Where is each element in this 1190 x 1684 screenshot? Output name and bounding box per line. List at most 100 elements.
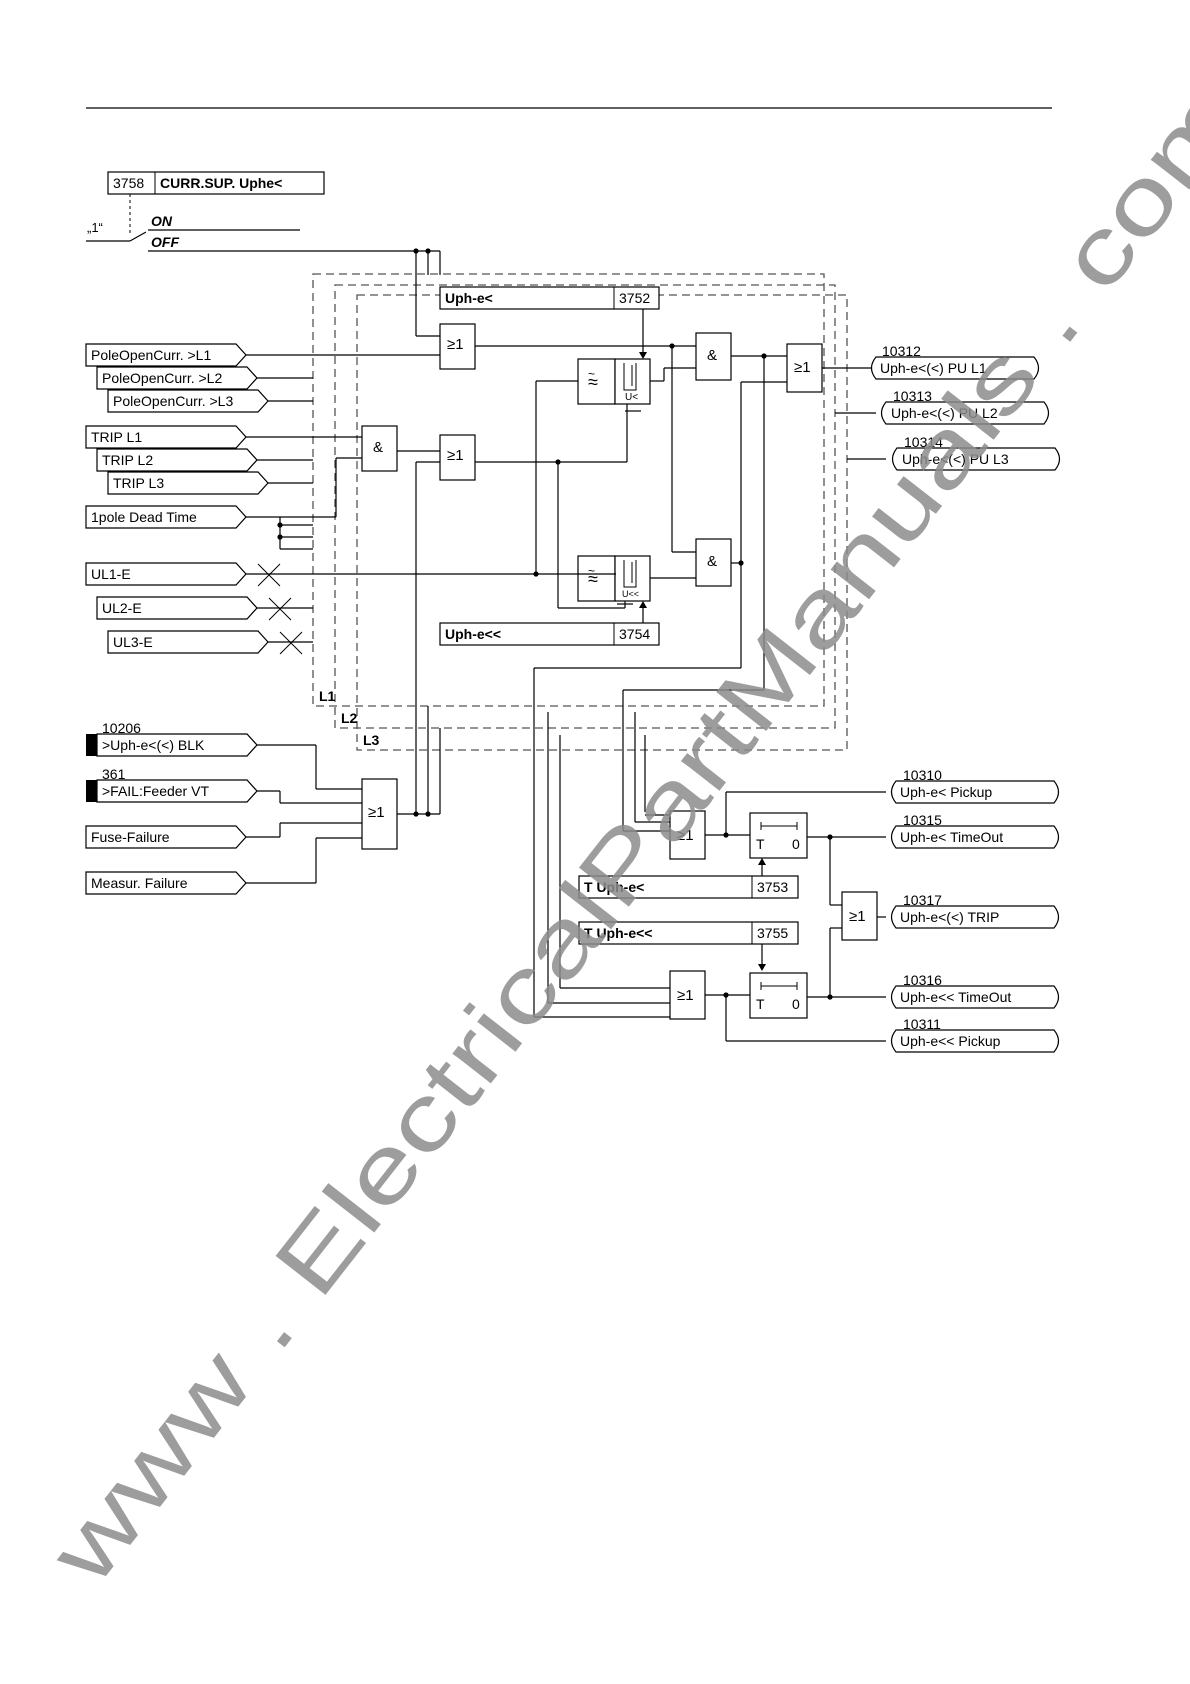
output-pickup-label: Uph-e< Pickup: [900, 784, 992, 800]
gate-or-pole: [439, 323, 476, 370]
svg-text:~: ~: [588, 564, 595, 578]
setting-t-uphe-lt: [578, 875, 799, 899]
gate-or-pickup-label: ≥1: [677, 827, 694, 844]
output-timeout-number: 10315: [903, 812, 942, 828]
input-poleopen-l1: [85, 343, 247, 367]
output-timeout2-number: 10316: [903, 972, 942, 988]
input-fail: [96, 779, 258, 803]
gate-or-pickup2: [669, 970, 706, 1020]
timer-lt-t: T: [756, 836, 765, 852]
output-timeout2-label: Uph-e<< TimeOut: [900, 989, 1011, 1005]
input-fail-number: 361: [102, 766, 126, 782]
input-ul1e: [85, 562, 247, 586]
phase-label-l1: L1: [319, 688, 336, 704]
timer-lt-0: 0: [792, 836, 800, 852]
setting-3758-box: [107, 171, 325, 195]
output-pu-l2: [880, 401, 1050, 425]
setting-3758-label: CURR.SUP. Uphe<: [160, 175, 282, 191]
input-ul2e: [96, 596, 258, 620]
filter-u-lt: [577, 358, 616, 405]
gate-or-pole-label: ≥1: [447, 336, 464, 353]
gate-or-trip-out: [841, 891, 878, 941]
input-ul3e: [107, 630, 269, 654]
output-pickup2-label: Uph-e<< Pickup: [900, 1033, 1001, 1049]
input-poleopen-l3-label: PoleOpenCurr. >L3: [113, 393, 233, 409]
setting-t-uphe-lt-label: T Uph-e<: [584, 879, 644, 895]
comparator-u-ltlt-label: U<<: [622, 589, 639, 599]
input-fail-label: >FAIL:Feeder VT: [102, 783, 209, 799]
output-pu-l1-label: Uph-e<(<) PU L1: [880, 360, 987, 376]
setting-uphe-lt: [439, 286, 660, 310]
setting-uphe-lt-num: 3752: [619, 290, 650, 306]
comparator-u-lt-label: U<: [625, 392, 638, 403]
gate-or-pu-l1-label: ≥1: [794, 359, 811, 376]
switch-on: ON: [151, 213, 173, 229]
output-trip: [890, 905, 1060, 929]
timer-ltlt-t: T: [756, 996, 765, 1012]
setting-uphe-lt-label: Uph-e<: [445, 290, 493, 306]
output-trip-label: Uph-e<(<) TRIP: [900, 909, 999, 925]
input-poleopen-l3: [107, 389, 269, 413]
svg-text:≈: ≈: [588, 569, 598, 589]
gate-or-pickup2-label: ≥1: [677, 987, 694, 1004]
phase-label-l3: L3: [363, 732, 380, 748]
timer-t-uphe-ltlt: [749, 972, 808, 1019]
phase-frame-l1: [312, 273, 825, 707]
input-measur: [85, 871, 247, 895]
setting-3758-num: 3758: [113, 175, 144, 191]
input-fuse-label: Fuse-Failure: [91, 829, 170, 845]
output-pu-l3-number: 10314: [904, 434, 943, 450]
switch-off: OFF: [151, 234, 179, 250]
setting-t-uphe-ltlt-label: T Uph-e<<: [584, 925, 652, 941]
setting-uphe-ltlt-label: Uph-e<<: [445, 626, 501, 642]
input-blk: [96, 733, 258, 757]
phase-frame-l2: [334, 284, 836, 729]
gate-or-pickup: [669, 810, 706, 860]
gate-or-trip-label: ≥1: [447, 447, 464, 464]
gate-or-block-label: ≥1: [368, 804, 385, 821]
svg-text:~: ~: [588, 367, 595, 381]
input-blk-label: >Uph-e<(<) BLK: [102, 737, 205, 753]
output-pu-l3: [891, 447, 1061, 471]
input-trip-l2: [96, 448, 258, 472]
gate-and-trip-label: &: [373, 439, 383, 456]
setting-t-uphe-ltlt-num: 3755: [757, 925, 788, 941]
output-pickup2: [890, 1029, 1060, 1053]
setting-uphe-ltlt: [439, 622, 660, 646]
gate-and-trip: [361, 425, 398, 472]
input-trip-l3: [107, 471, 269, 495]
input-poleopen-l2: [96, 366, 258, 390]
input-dead-time: [85, 505, 247, 529]
gate-and-l1-ltlt-label: &: [707, 553, 717, 570]
output-timeout-label: Uph-e< TimeOut: [900, 829, 1003, 845]
gate-and-l1-lt-label: &: [707, 347, 717, 364]
timer-t-uphe-lt: [749, 812, 808, 859]
output-timeout: [890, 825, 1060, 849]
gate-or-trip: [439, 434, 476, 481]
input-trip-l1: [85, 425, 247, 449]
phase-label-l2: L2: [341, 710, 358, 726]
output-pu-l2-label: Uph-e<(<) PU L2: [891, 405, 998, 421]
input-poleopen-l1-label: PoleOpenCurr. >L1: [91, 347, 211, 363]
output-timeout2: [890, 985, 1060, 1009]
input-blk-marker: [86, 734, 97, 756]
gate-or-trip-out-label: ≥1: [849, 908, 866, 925]
input-fail-marker: [86, 780, 97, 802]
output-pickup-number: 10310: [903, 767, 942, 783]
output-pickup2-number: 10311: [903, 1016, 941, 1032]
output-pickup: [890, 780, 1060, 804]
setting-t-uphe-lt-num: 3753: [757, 879, 788, 895]
output-pu-l1-number: 10312: [882, 343, 921, 359]
input-measur-label: Measur. Failure: [91, 875, 188, 891]
input-trip-l3-label: TRIP L3: [113, 475, 164, 491]
setting-uphe-ltlt-num: 3754: [619, 626, 650, 642]
input-ul1e-label: UL1-E: [91, 566, 131, 582]
switch-const-one: „1“: [87, 220, 103, 235]
output-trip-number: 10317: [903, 892, 942, 908]
setting-t-uphe-ltlt: [578, 921, 799, 945]
input-ul3e-label: UL3-E: [113, 634, 153, 650]
input-dead-time-label: 1pole Dead Time: [91, 509, 197, 525]
output-pu-l2-number: 10313: [893, 388, 932, 404]
gate-or-block: [361, 778, 398, 850]
